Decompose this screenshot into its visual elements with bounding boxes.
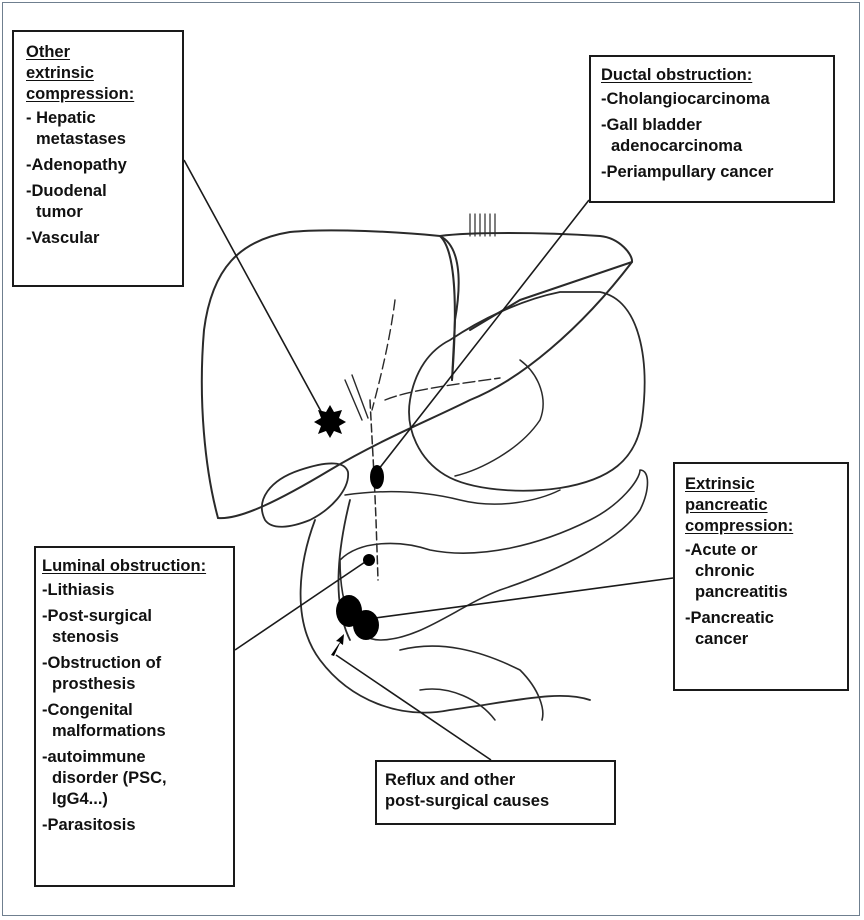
luminal-obstruction-box: Luminal obstruction: -Lithiasis -Post-su… [34, 546, 235, 887]
item-line: IgG4...) [52, 790, 108, 808]
stomach-outline [408, 291, 646, 492]
jejunum-inner [419, 688, 496, 721]
title-line: pancreatic [685, 496, 768, 514]
leader-reflux [335, 654, 492, 761]
item-line: prosthesis [52, 675, 136, 693]
esophagus [469, 213, 496, 237]
item-line: malformations [52, 722, 166, 740]
leader-other-extrinsic [183, 159, 324, 416]
item-line: chronic [695, 562, 755, 580]
gallbladder [261, 462, 349, 528]
leader-pancreatic [374, 577, 674, 619]
item-line: -autoimmune [42, 748, 146, 766]
item-line: pancreatitis [695, 583, 788, 601]
item-line: -Cholangiocarcinoma [601, 90, 770, 108]
list-item: -Acute or chronic pancreatitis [685, 540, 839, 603]
item-line: -Congenital [42, 701, 133, 719]
list-item: -autoimmune disorder (PSC, IgG4...) [42, 747, 225, 810]
hepatic-duct-left [371, 299, 396, 411]
title-line: Other [26, 43, 71, 61]
portal-branch [384, 377, 501, 401]
item-line: - Hepatic [26, 109, 96, 127]
item-line: -Acute or [685, 541, 758, 559]
common-bile-duct [369, 399, 379, 581]
luminal-dot-marker-icon [363, 554, 375, 566]
reflux-arrow-icon [331, 634, 344, 656]
item-line: stenosis [52, 628, 119, 646]
leader-luminal [234, 559, 369, 651]
box-title: Luminal obstruction: [42, 556, 225, 577]
item-line: metastases [36, 130, 126, 148]
liver-right-lobe-lower [217, 261, 633, 520]
title-line: extrinsic [26, 64, 94, 82]
item-line: -Gall bladder [601, 116, 702, 134]
pancreatic-mass-marker-right-icon [353, 610, 379, 640]
item-line: post-surgical causes [385, 792, 550, 810]
title-line: compression: [26, 85, 135, 103]
list-item: -Pancreatic cancer [685, 608, 839, 650]
title-line: Extrinsic [685, 475, 755, 493]
jejunum [399, 645, 544, 721]
box-title: Other extrinsic compression: [26, 42, 172, 105]
ductal-oval-marker-icon [370, 465, 384, 489]
title-line: compression: [685, 517, 794, 535]
liver-outline [200, 229, 633, 519]
list-item: -Gall bladder adenocarcinoma [601, 115, 823, 157]
hepatic-duct-right [344, 374, 369, 421]
pancreas-outline [339, 469, 649, 641]
list-item: -Parasitosis [42, 815, 225, 836]
item-line: -Vascular [26, 229, 100, 247]
item-line: -Post-surgical [42, 607, 153, 625]
list-item: -Congenital malformations [42, 700, 225, 742]
ductal-obstruction-box: Ductal obstruction: -Cholangiocarcinoma … [589, 55, 835, 203]
list-item: -Cholangiocarcinoma [601, 89, 823, 110]
box-title: Extrinsic pancreatic compression: [685, 474, 839, 537]
list-item: -Periampullary cancer [601, 162, 823, 183]
item-line: -Lithiasis [42, 581, 115, 599]
reflux-post-surgical-box: Reflux and other post-surgical causes [375, 760, 616, 825]
item-line: adenocarcinoma [611, 137, 743, 155]
star-marker-icon [314, 405, 346, 438]
duodenum-loop-top [344, 489, 561, 505]
leader-ductal [377, 199, 590, 471]
list-item: Reflux and other post-surgical causes [385, 770, 604, 812]
item-line: -Periampullary cancer [601, 163, 774, 181]
item-line: -Obstruction of [42, 654, 162, 672]
item-line: -Parasitosis [42, 816, 136, 834]
list-item: - Hepatic metastases [26, 108, 172, 150]
liver-inner-fold [439, 235, 456, 381]
list-item: -Post-surgical stenosis [42, 606, 225, 648]
other-extrinsic-compression-box: Other extrinsic compression: - Hepatic m… [12, 30, 184, 287]
item-line: -Duodenal [26, 182, 107, 200]
list-item: -Lithiasis [42, 580, 225, 601]
list-item: -Adenopathy [26, 155, 172, 176]
item-line: disorder (PSC, [52, 769, 167, 787]
item-line: cancer [695, 630, 749, 648]
extrinsic-pancreatic-compression-box: Extrinsic pancreatic compression: -Acute… [673, 462, 849, 691]
item-line: -Adenopathy [26, 156, 127, 174]
title-line: Luminal obstruction: [42, 557, 207, 575]
stomach-curvature [454, 359, 544, 477]
item-line: -Pancreatic [685, 609, 774, 627]
item-line: tumor [36, 203, 83, 221]
title-line: Ductal obstruction: [601, 66, 753, 84]
list-item: -Duodenal tumor [26, 181, 172, 223]
list-item: -Obstruction of prosthesis [42, 653, 225, 695]
list-item: -Vascular [26, 228, 172, 249]
box-title: Ductal obstruction: [601, 65, 823, 86]
item-line: Reflux and other [385, 771, 516, 789]
